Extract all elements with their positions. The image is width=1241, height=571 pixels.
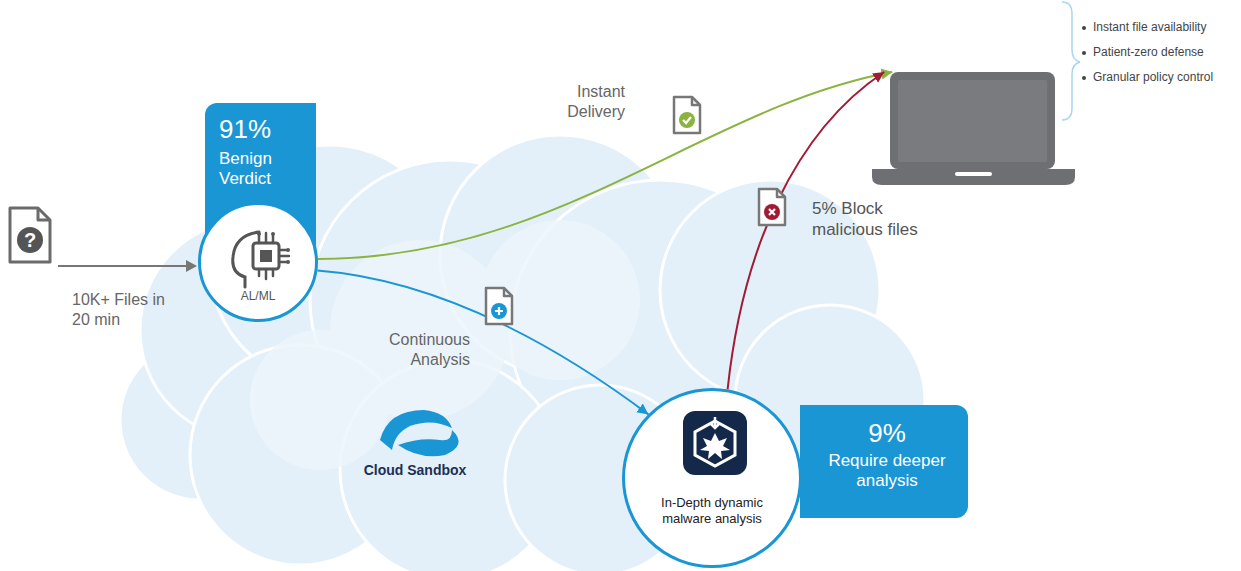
- flow-arrow: [317, 270, 648, 414]
- laptop-icon: [872, 72, 1075, 185]
- cloud-sandbox-logo: [380, 410, 459, 456]
- ai-ml-circle: AL/ML: [198, 202, 318, 322]
- benefit-item: Patient-zero defense: [1093, 45, 1204, 59]
- malware-analysis-icon: [625, 391, 805, 571]
- laptop: Instant file availabilityPatient-zero de…: [872, 72, 1075, 185]
- product-name: Cloud Sandbox: [355, 462, 475, 480]
- edge-label: 5% Block malicious files: [812, 198, 942, 241]
- percentage: 91%: [219, 115, 308, 145]
- analysis-file-icon: [486, 288, 512, 324]
- percentage: 9%: [814, 419, 960, 449]
- sandbox-circle: In-Depth dynamic malware analysis: [622, 388, 802, 568]
- circle-label: In-Depth dynamic malware analysis: [647, 495, 777, 528]
- question-file-icon: [10, 208, 50, 262]
- deeper-analysis-tab: 9%Require deeper analysis: [800, 405, 968, 518]
- benefit-item: Instant file availability: [1093, 20, 1206, 34]
- tab-text: Require deeper analysis: [814, 451, 960, 492]
- bullet-dot: [1082, 76, 1086, 80]
- bullet-dot: [1082, 51, 1086, 55]
- throughput-label: 10K+ Files in 20 min: [72, 290, 172, 330]
- edge-label: Continuous Analysis: [368, 330, 470, 370]
- bracket: [1062, 2, 1080, 120]
- benefit-item: Granular policy control: [1093, 70, 1213, 84]
- tab-text: Benign Verdict: [219, 149, 308, 190]
- flow-arrow: [318, 72, 892, 259]
- blocked-file-icon: [759, 189, 785, 225]
- list-row: Instant file availability: [1082, 15, 1213, 40]
- ai-chip-icon: [201, 205, 321, 325]
- bullet-dot: [1082, 26, 1086, 30]
- input-arrow: [58, 260, 197, 272]
- list-row: Granular policy control: [1082, 65, 1213, 90]
- approved-file-icon: [674, 97, 700, 133]
- list-row: Patient-zero defense: [1082, 40, 1213, 65]
- question-mark: ?: [20, 227, 40, 253]
- circle-label: AL/ML: [207, 289, 309, 303]
- edge-label: Instant Delivery: [545, 82, 625, 122]
- benefit-list: Instant file availabilityPatient-zero de…: [1082, 15, 1213, 90]
